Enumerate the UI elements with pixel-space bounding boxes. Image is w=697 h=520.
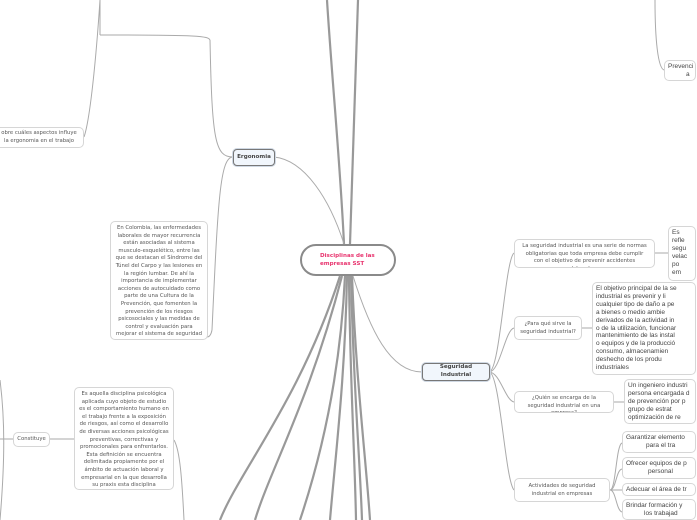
quien-se-encarga-node[interactable]: ¿Quién se encarga de la seguridad indust… — [514, 391, 614, 413]
seguridad-definition-detail[interactable]: Es refle segu velac po em — [668, 226, 696, 281]
actividad-item[interactable]: Brindar formación y los trabajad — [622, 499, 696, 520]
actividades-node[interactable]: Actividades de seguridad industrial en e… — [514, 478, 610, 502]
topic-seguridad-industrial[interactable]: Seguridad Industrial — [422, 363, 490, 381]
actividad-item[interactable]: Adecuar el área de tr — [622, 483, 696, 496]
para-que-sirve-node[interactable]: ¿Para qué sirve la seguridad industrial? — [514, 316, 582, 340]
constituye-node[interactable]: Constituye — [13, 432, 50, 447]
ingeniero-node[interactable]: Un ingeniero industri persona encargada … — [624, 379, 696, 424]
ergonomia-aspects-node[interactable]: obre cuáles aspectos influye la ergonomi… — [0, 127, 84, 148]
ergonomia-colombia-node[interactable]: En Colombia, las enfermedades laborales … — [110, 221, 208, 340]
seguridad-definition-node[interactable]: La seguridad industrial es una serie de … — [514, 239, 655, 268]
topic-ergonomia[interactable]: Ergonomia — [233, 149, 275, 166]
actividad-item[interactable]: Ofrecer equipos de p personal — [622, 457, 696, 479]
central-topic[interactable]: Disciplinas de las empresas SST — [300, 244, 396, 276]
prevencion-node[interactable]: Prevenci a — [664, 60, 696, 81]
actividad-item[interactable]: Garantizar elemento para el tra — [622, 431, 696, 453]
psicologia-definition-node[interactable]: Es aquella disciplina psicológica aplica… — [74, 387, 174, 490]
objetivo-node[interactable]: El objetivo principal de la se industria… — [592, 282, 696, 375]
